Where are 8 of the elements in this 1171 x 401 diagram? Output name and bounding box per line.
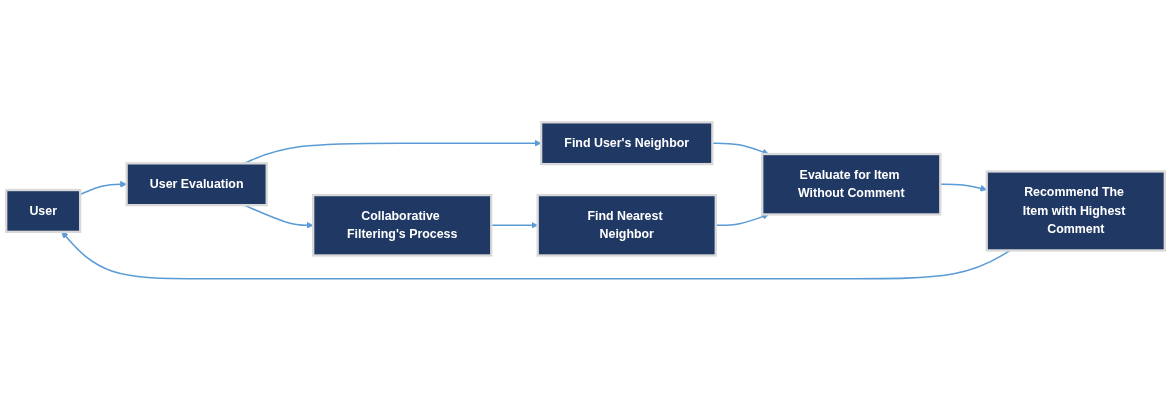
node-box: Recommend The Item with Highest Comment — [985, 170, 1166, 252]
node-box: Evaluate for Item Without Comment — [761, 152, 942, 216]
node-box: Find User's Neighbor — [539, 121, 714, 166]
arrow — [715, 213, 769, 227]
node-box: Collaborative Filtering's Process — [312, 193, 493, 257]
node-box: Find Nearest Neighbor — [536, 193, 717, 257]
node-box: User — [5, 188, 82, 233]
node-box: User Evaluation — [125, 162, 268, 207]
